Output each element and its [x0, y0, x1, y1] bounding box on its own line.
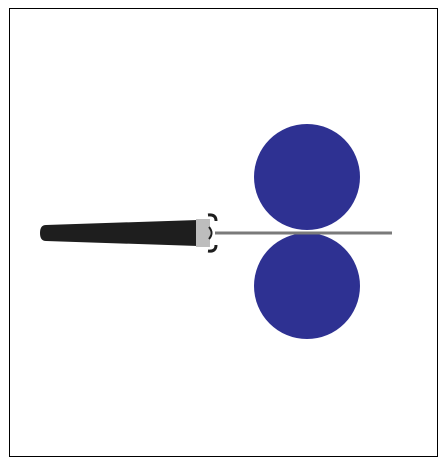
rolling-diagram [10, 9, 439, 458]
top-roller [254, 124, 360, 230]
diagram-frame [9, 8, 438, 457]
tool-handle-icon [40, 215, 216, 251]
bottom-roller [254, 233, 360, 339]
handle-ferrule [196, 219, 210, 247]
